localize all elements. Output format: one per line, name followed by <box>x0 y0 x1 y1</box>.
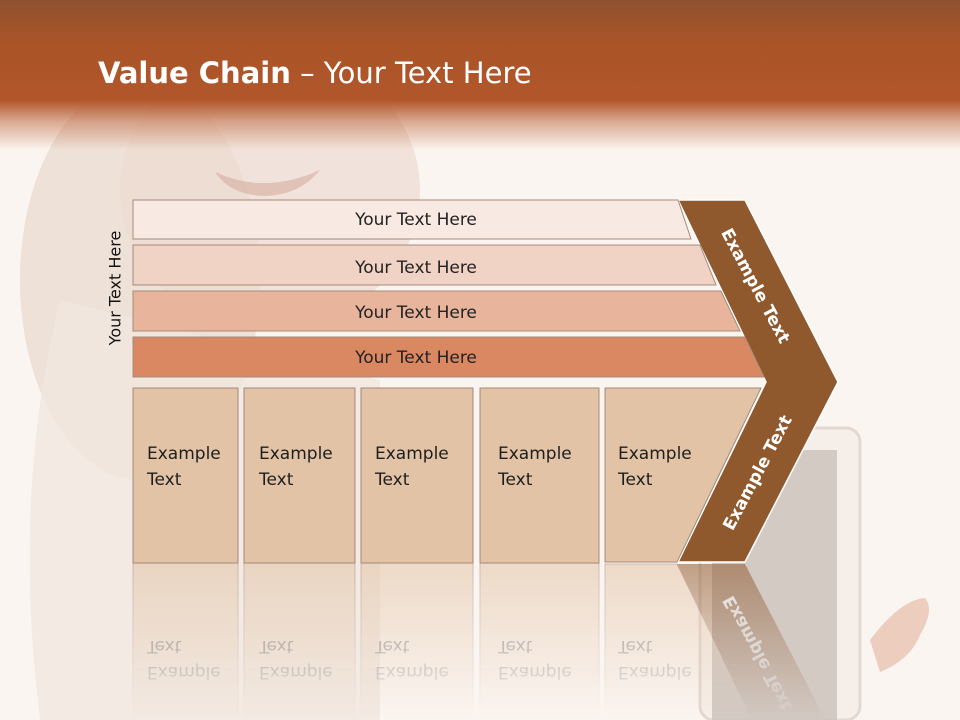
reflection-box-1-line1: Example <box>147 662 221 682</box>
activity-box-1-text-line1: Example <box>147 444 221 464</box>
activity-box-1 <box>132 387 239 564</box>
activity-box-3 <box>360 387 474 564</box>
activity-box-5-text-line1: Example <box>618 444 692 464</box>
reflection-box-4-line1: Example <box>498 662 572 682</box>
diagram-reflection: Example Text Example Text Example Text E… <box>132 562 826 720</box>
bar-1-label: Your Text Here <box>354 210 477 230</box>
activity-box-1-text-line2: Text <box>146 470 182 490</box>
reflection-box-3 <box>360 562 474 720</box>
activity-box-2-text-line2: Text <box>258 470 294 490</box>
reflection-box-5-line2: Text <box>617 636 653 656</box>
reflection-box-4-line2: Text <box>497 636 533 656</box>
bar-3 <box>132 290 741 332</box>
reflection-chevron <box>677 564 826 720</box>
reflection-box-3-line2: Text <box>374 636 410 656</box>
reflection-box-1-line2: Text <box>146 636 182 656</box>
reflection-box-1 <box>132 562 239 720</box>
bar-2 <box>132 244 717 286</box>
activity-box-3-text-line1: Example <box>375 444 449 464</box>
reflection-box-3-line1: Example <box>375 662 449 682</box>
bar-4-label: Your Text Here <box>354 348 477 368</box>
activity-box-2-text-line1: Example <box>259 444 333 464</box>
activity-box-4-text-line1: Example <box>498 444 572 464</box>
bar-3-label: Your Text Here <box>354 303 477 323</box>
reflection-box-4 <box>479 562 600 720</box>
slide-title: Value Chain – Your Text Here <box>98 56 532 90</box>
activity-box-4-text-line2: Text <box>497 470 533 490</box>
activity-box-3-text-line2: Text <box>374 470 410 490</box>
title-banner <box>0 0 960 150</box>
bar-4 <box>132 336 765 378</box>
reflection-box-2 <box>243 562 356 720</box>
activity-box-5 <box>604 387 762 563</box>
bar-2-label: Your Text Here <box>354 258 477 278</box>
reflection-box-2-line2: Text <box>258 636 294 656</box>
chevron-arrow <box>676 199 839 563</box>
activity-box-2 <box>243 387 356 564</box>
activity-box-4 <box>479 387 600 564</box>
activity-box-5-text-line2: Text <box>617 470 653 490</box>
bar-1 <box>132 199 692 240</box>
reflection-box-5-line1: Example <box>618 662 692 682</box>
reflection-box-2-line1: Example <box>259 662 333 682</box>
